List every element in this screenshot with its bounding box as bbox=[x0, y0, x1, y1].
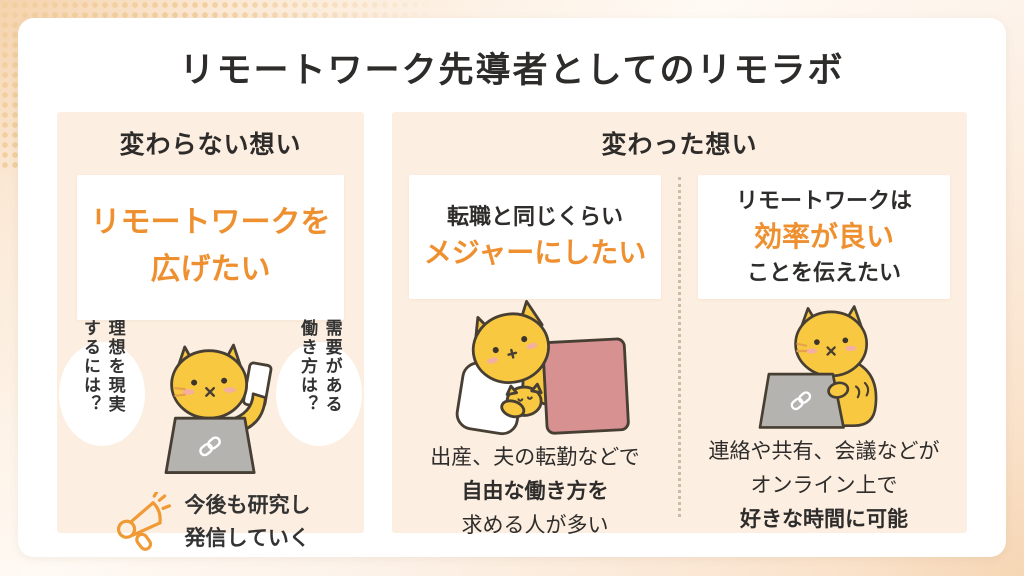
bubble-right-col2: 働き方は？ bbox=[298, 319, 317, 414]
column-efficiency-caption-line2: オンライン上で bbox=[750, 474, 898, 498]
column-major-caption: 出産、夫の転勤などで 自由な働き方を 求める人が多い bbox=[409, 441, 661, 543]
highlight-box: リモートワークを 広げたい bbox=[77, 175, 344, 320]
cat-and-bubbles-row: 理想を現実 するには？ 需要がある 働き方は？ bbox=[57, 319, 364, 480]
dotted-divider bbox=[678, 177, 681, 517]
column-efficiency: リモートワークは 効率が良い ことを伝えたい bbox=[681, 175, 967, 531]
panel-changed-wish: 変わった想い 転職と同じくらい メジャーにしたい bbox=[392, 112, 967, 537]
column-efficiency-caption-line1: 連絡や共有、会議などが bbox=[708, 440, 940, 463]
column-major: 転職と同じくらい メジャーにしたい bbox=[392, 175, 678, 537]
column-major-cat-area bbox=[409, 299, 661, 441]
page-title: リモートワーク先導者としてのリモラボ bbox=[179, 51, 845, 90]
cat-with-laptop-and-phone-illustration bbox=[164, 343, 272, 474]
column-efficiency-box-line3: ことを伝えたい bbox=[746, 260, 901, 286]
panel-unchanged-wish: 変わらない想い リモートワークを 広げたい 理想を現実 するには？ 需要がある … bbox=[57, 112, 364, 551]
column-major-box: 転職と同じくらい メジャーにしたい bbox=[409, 175, 661, 299]
column-efficiency-cat-area bbox=[698, 299, 950, 435]
panel-left-footer-text: 今後も研究し 発信していく bbox=[185, 490, 311, 555]
speech-bubble-left: 理想を現実 するには？ bbox=[59, 319, 145, 446]
bubble-left-col2: するには？ bbox=[81, 319, 100, 414]
panel-right-heading: 変わった想い bbox=[601, 131, 758, 159]
megaphone-icon bbox=[116, 491, 171, 551]
cat-typing-on-laptop-illustration bbox=[758, 305, 878, 429]
column-major-box-line2: メジャーにしたい bbox=[423, 236, 647, 268]
highlight-line-1: リモートワークを bbox=[90, 206, 331, 239]
column-major-caption-line1: 出産、夫の転勤などで bbox=[430, 446, 640, 469]
column-efficiency-box: リモートワークは 効率が良い ことを伝えたい bbox=[698, 175, 950, 299]
bubble-left-col1: 理想を現実 bbox=[105, 319, 125, 414]
column-efficiency-box-line1: リモートワークは bbox=[735, 187, 912, 213]
chain-link-icon bbox=[198, 436, 221, 457]
speech-bubble-left-text: 理想を現実 するには？ bbox=[77, 319, 126, 469]
column-major-caption-line3: 求める人が多い bbox=[461, 514, 609, 538]
panel-left-heading: 変わらない想い bbox=[119, 131, 302, 159]
chain-link-icon bbox=[790, 391, 812, 411]
bubble-right-col1: 需要がある bbox=[322, 319, 342, 414]
column-major-caption-line2: 自由な働き方を bbox=[461, 480, 609, 504]
footer-line-2: 発信していく bbox=[184, 526, 310, 550]
column-efficiency-caption: 連絡や共有、会議などが オンライン上で 好きな時間に可能 bbox=[698, 435, 950, 537]
column-efficiency-box-line2: 効率が良い bbox=[753, 220, 894, 252]
panel-right-columns: 転職と同じくらい メジャーにしたい bbox=[392, 175, 967, 537]
speech-bubble-right: 需要がある 働き方は？ bbox=[276, 319, 362, 446]
column-major-box-line1: 転職と同じくらい bbox=[446, 203, 623, 229]
speech-bubble-right-text: 需要がある 働き方は？ bbox=[294, 319, 343, 469]
highlight-line-2: 広げたい bbox=[150, 252, 271, 286]
content-card: リモートワーク先導者としてのリモラボ 変わらない想い リモートワークを 広げたい… bbox=[18, 18, 1006, 557]
panel-left-footer: 今後も研究し 発信していく bbox=[57, 490, 364, 555]
cat-with-kitten-and-pillow-illustration bbox=[455, 299, 630, 436]
footer-line-1: 今後も研究し bbox=[184, 494, 311, 517]
column-efficiency-caption-line3: 好きな時間に可能 bbox=[740, 508, 908, 532]
